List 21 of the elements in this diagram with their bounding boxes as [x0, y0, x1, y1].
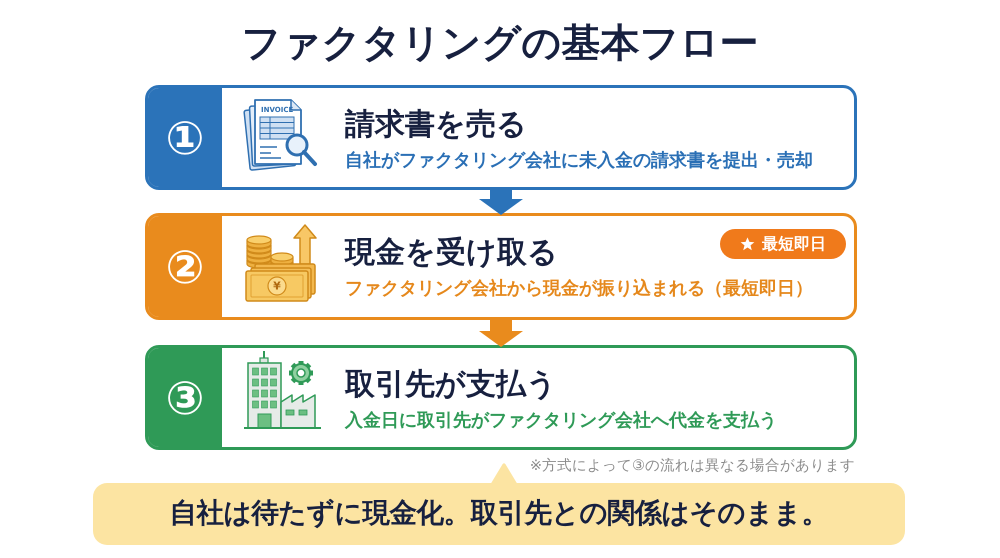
currency-symbol: ¥ [273, 280, 281, 292]
flow-arrow [479, 319, 523, 347]
footnote: ※方式によって③の流れは異なる場合があります [530, 457, 855, 476]
diagram-title: ファクタリングの基本フロー [242, 20, 758, 68]
step-description: ファクタリング会社から現金が振り込まれる（最短即日） [345, 277, 813, 301]
step-description: 自社がファクタリング会社に未入金の請求書を提出・売却 [345, 149, 813, 173]
step-description: 入金日に取引先がファクタリング会社へ代金を支払う [345, 409, 777, 433]
badge-label: 最短即日 [762, 234, 826, 254]
step-number: ③ [166, 372, 204, 422]
step-card [145, 85, 857, 190]
step-title: 現金を受け取る [345, 234, 558, 272]
step-number: ② [166, 242, 204, 292]
step-card [145, 345, 857, 450]
summary-text: 自社は待たずに現金化。取引先との関係はそのまま。 [170, 497, 828, 531]
step-number: ① [166, 112, 204, 162]
step-card [145, 213, 857, 320]
flow-arrow [479, 189, 523, 215]
step-title: 取引先が支払う [345, 366, 557, 404]
timing-badge [720, 229, 846, 259]
step-title: 請求書を売る [345, 106, 527, 144]
summary-callout [93, 483, 905, 545]
